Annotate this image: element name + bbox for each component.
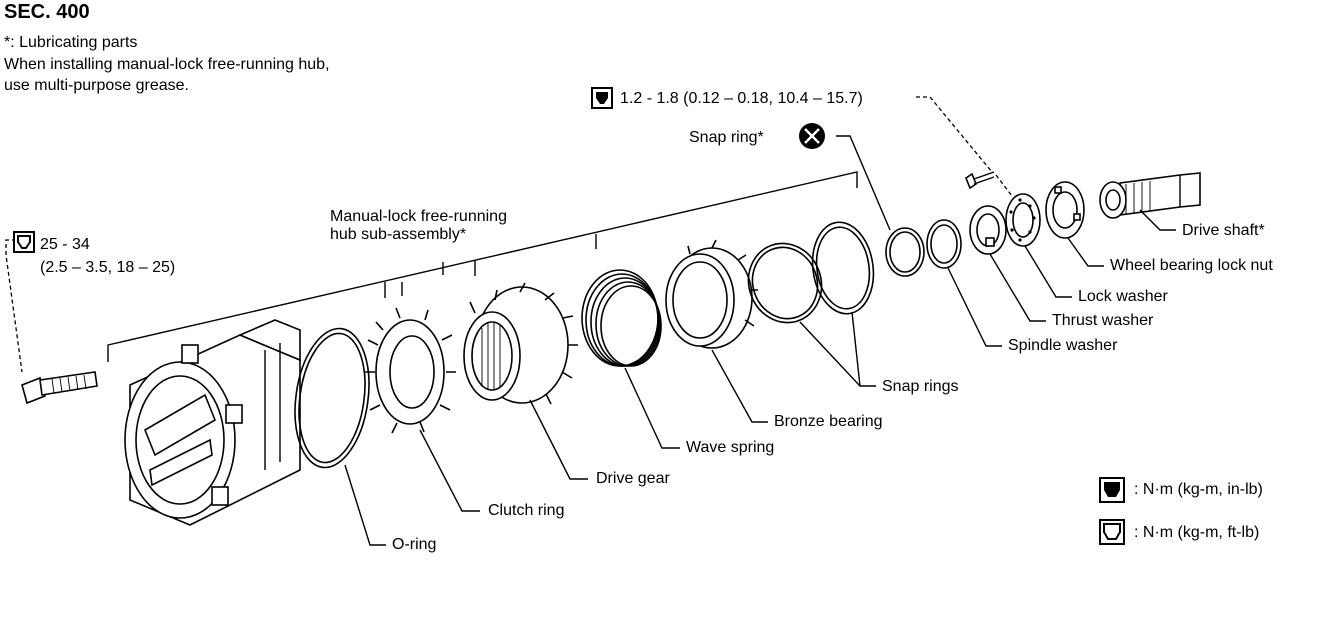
- wheel-bearing-lock-nut-part: [1045, 181, 1085, 239]
- screw-torque-spec: 1.2 - 1.8 (0.12 – 0.18, 10.4 – 15.7): [620, 90, 863, 107]
- snap-ring-a-part: [747, 242, 823, 324]
- snap-rings-label: Snap rings: [882, 378, 959, 395]
- o-ring-part: [294, 327, 370, 469]
- spindle-washer-part: [926, 219, 962, 269]
- drive-gear-part: [463, 282, 578, 405]
- do-not-reuse-icon: [799, 123, 825, 149]
- legend-ft-lb-text: : N·m (kg-m, ft-lb): [1134, 524, 1260, 541]
- o-ring-label: O-ring: [392, 536, 437, 553]
- hub-body: [124, 319, 301, 526]
- legend-in-lb-text: : N·m (kg-m, in-lb): [1134, 481, 1263, 498]
- bolt-torque-spec-line2: (2.5 – 3.5, 18 – 25): [40, 259, 176, 276]
- lock-washer-label: Lock washer: [1078, 288, 1168, 305]
- small-screw-part: [916, 96, 1013, 197]
- leader-lines: [344, 135, 1176, 546]
- wheel-bearing-lock-nut-label: Wheel bearing lock nut: [1110, 257, 1273, 274]
- spindle-washer-label: Spindle washer: [1008, 337, 1118, 354]
- clutch-ring-label: Clutch ring: [488, 502, 565, 519]
- lock-washer-part: [1005, 193, 1041, 247]
- torque-in-lb-icon: [591, 87, 613, 109]
- section-title: SEC. 400: [4, 1, 90, 23]
- torque-ft-lb-icon: [13, 231, 35, 253]
- snap-ring-b-part: [811, 221, 875, 315]
- drive-shaft-part: [1099, 172, 1201, 219]
- hub-bolt: [5, 239, 98, 405]
- bronze-bearing-label: Bronze bearing: [774, 413, 883, 430]
- drive-gear-label: Drive gear: [596, 470, 670, 487]
- thrust-washer-label: Thrust washer: [1052, 312, 1154, 329]
- thrust-washer-part: [969, 205, 1007, 255]
- drive-shaft-label: Drive shaft*: [1182, 222, 1265, 239]
- bronze-bearing-part: [665, 239, 758, 349]
- wave-spring-label: Wave spring: [686, 439, 775, 456]
- grease-instruction: When installing manual-lock free-running…: [4, 56, 330, 94]
- snap-ring-single-part: [885, 227, 925, 277]
- legend-ft-lb-icon: [1099, 519, 1125, 545]
- lubricating-note: *: Lubricating parts: [4, 34, 138, 51]
- snap-ring-top-label: Snap ring*: [689, 129, 764, 146]
- wave-spring-part: [581, 269, 662, 367]
- legend-in-lb-icon: [1099, 477, 1125, 503]
- bolt-torque-spec-line1: 25 - 34: [40, 236, 90, 253]
- clutch-ring-part: [365, 307, 456, 434]
- sub-assembly-bracket: [107, 171, 858, 362]
- hub-sub-assembly-label: Manual-lock free-running hub sub-assembl…: [330, 208, 507, 243]
